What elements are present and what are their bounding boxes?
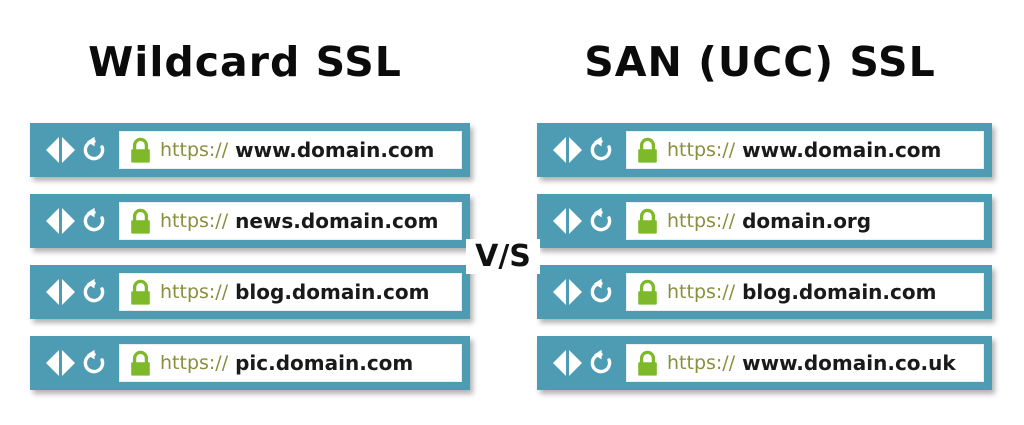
versus-divider-label: V/S	[466, 239, 540, 274]
reload-icon[interactable]	[80, 207, 108, 235]
url-host: pic.domain.com	[235, 351, 414, 375]
url-scheme: https://	[160, 281, 229, 303]
back-arrow-icon[interactable]	[553, 279, 566, 305]
url-scheme: https://	[667, 210, 736, 232]
url-scheme: https://	[160, 210, 229, 232]
reload-icon[interactable]	[587, 136, 615, 164]
url-input-field[interactable]: https:// news.domain.com	[119, 202, 462, 240]
browser-nav-icons	[553, 207, 615, 235]
browser-address-bar[interactable]: https:// news.domain.com	[30, 194, 470, 248]
back-arrow-icon[interactable]	[553, 137, 566, 163]
browser-nav-icons	[553, 136, 615, 164]
browser-address-bar[interactable]: https:// pic.domain.com	[30, 336, 470, 390]
url-host: www.domain.co.uk	[742, 351, 956, 375]
url-host: news.domain.com	[235, 209, 439, 233]
url-scheme: https://	[667, 352, 736, 374]
padlock-icon	[131, 279, 150, 305]
padlock-icon	[131, 137, 150, 163]
reload-icon[interactable]	[587, 207, 615, 235]
wildcard-ssl-column: https:// www.domain.com https:// news.do…	[30, 123, 470, 407]
back-arrow-icon[interactable]	[46, 279, 59, 305]
padlock-icon	[131, 350, 150, 376]
browser-nav-icons	[553, 278, 615, 306]
url-input-field[interactable]: https:// pic.domain.com	[119, 344, 462, 382]
url-input-field[interactable]: https:// blog.domain.com	[119, 273, 462, 311]
padlock-icon	[638, 279, 657, 305]
forward-arrow-icon[interactable]	[569, 208, 582, 234]
url-scheme: https://	[160, 139, 229, 161]
browser-nav-icons	[46, 136, 108, 164]
reload-icon[interactable]	[80, 278, 108, 306]
browser-address-bar[interactable]: https:// www.domain.com	[30, 123, 470, 177]
reload-icon[interactable]	[587, 278, 615, 306]
url-input-field[interactable]: https:// www.domain.co.uk	[626, 344, 984, 382]
forward-arrow-icon[interactable]	[62, 279, 75, 305]
browser-address-bar[interactable]: https:// blog.domain.com	[30, 265, 470, 319]
url-scheme: https://	[160, 352, 229, 374]
back-arrow-icon[interactable]	[46, 137, 59, 163]
url-host: www.domain.com	[742, 138, 942, 162]
url-scheme: https://	[667, 281, 736, 303]
url-scheme: https://	[667, 139, 736, 161]
browser-address-bar[interactable]: https:// domain.org	[537, 194, 992, 248]
browser-nav-icons	[553, 349, 615, 377]
padlock-icon	[638, 137, 657, 163]
url-input-field[interactable]: https:// blog.domain.com	[626, 273, 984, 311]
browser-address-bar[interactable]: https:// www.domain.com	[537, 123, 992, 177]
forward-arrow-icon[interactable]	[569, 350, 582, 376]
reload-icon[interactable]	[80, 349, 108, 377]
url-host: www.domain.com	[235, 138, 435, 162]
san-ucc-ssl-column: https:// www.domain.com https:// domain.…	[537, 123, 992, 407]
back-arrow-icon[interactable]	[46, 208, 59, 234]
forward-arrow-icon[interactable]	[62, 137, 75, 163]
padlock-icon	[131, 208, 150, 234]
url-host: domain.org	[742, 209, 872, 233]
url-input-field[interactable]: https:// www.domain.com	[119, 131, 462, 169]
back-arrow-icon[interactable]	[553, 208, 566, 234]
browser-nav-icons	[46, 207, 108, 235]
forward-arrow-icon[interactable]	[569, 137, 582, 163]
page-title-wildcard: Wildcard SSL	[88, 38, 402, 86]
page-title-san-ucc: SAN (UCC) SSL	[584, 38, 936, 86]
url-host: blog.domain.com	[742, 280, 937, 304]
back-arrow-icon[interactable]	[553, 350, 566, 376]
forward-arrow-icon[interactable]	[62, 350, 75, 376]
padlock-icon	[638, 350, 657, 376]
browser-address-bar[interactable]: https:// www.domain.co.uk	[537, 336, 992, 390]
browser-nav-icons	[46, 349, 108, 377]
back-arrow-icon[interactable]	[46, 350, 59, 376]
browser-address-bar[interactable]: https:// blog.domain.com	[537, 265, 992, 319]
url-host: blog.domain.com	[235, 280, 430, 304]
url-input-field[interactable]: https:// www.domain.com	[626, 131, 984, 169]
padlock-icon	[638, 208, 657, 234]
url-input-field[interactable]: https:// domain.org	[626, 202, 984, 240]
forward-arrow-icon[interactable]	[62, 208, 75, 234]
reload-icon[interactable]	[80, 136, 108, 164]
reload-icon[interactable]	[587, 349, 615, 377]
forward-arrow-icon[interactable]	[569, 279, 582, 305]
browser-nav-icons	[46, 278, 108, 306]
